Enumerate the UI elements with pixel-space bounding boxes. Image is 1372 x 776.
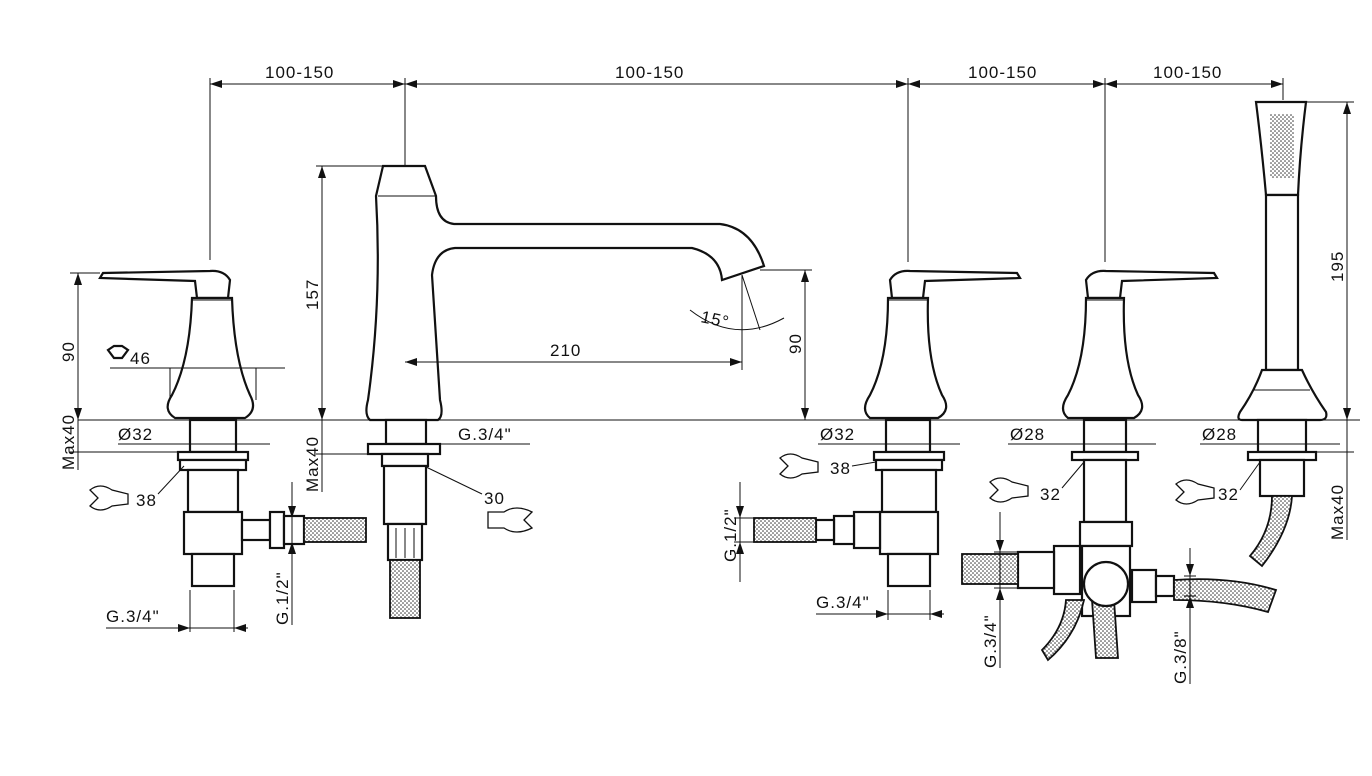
left-thread-side-label: G.1/2" [273, 571, 292, 625]
wrench-icon [989, 477, 1029, 503]
left-maxdeck-label: Max40 [59, 414, 78, 470]
left-diameter-label: Ø32 [118, 425, 153, 444]
left-valve: 46 90 Max40 Ø32 38 G.3/4" G.1/2" [59, 269, 367, 632]
diverter-wrench-label: 32 [1040, 485, 1061, 504]
handshower-height-label: 195 [1328, 251, 1347, 282]
middle-wrench-label: 38 [830, 459, 851, 478]
top-dimension-chain: 100-150 100-150 100-150 100-150 [209, 63, 1284, 420]
wrench-icon [487, 507, 534, 533]
left-thread-bottom-label: G.3/4" [106, 607, 160, 626]
middle-valve: Ø32 38 G.1/2" G.3/4" [721, 269, 1022, 620]
diverter-thread-left-label: G.3/4" [981, 614, 1000, 668]
diverter-thread-right-label: G.3/8" [1171, 630, 1190, 684]
left-hex-label: 46 [130, 349, 151, 368]
span-label-3: 100-150 [968, 63, 1037, 82]
span-label-4: 100-150 [1153, 63, 1222, 82]
spout-angle-label: 15° [699, 307, 731, 332]
spout: 157 210 15° 90 Max40 G.3/4" 30 [303, 164, 812, 619]
left-wrench-label: 38 [136, 491, 157, 510]
diverter-diameter-label: Ø28 [1010, 425, 1045, 444]
span-label-2: 100-150 [615, 63, 684, 82]
hand-shower: 195 Max40 Ø28 32 [1175, 100, 1354, 568]
middle-thread-side-label: G.1/2" [721, 508, 740, 562]
middle-thread-bottom-label: G.3/4" [816, 593, 870, 612]
spout-reach-label: 210 [550, 341, 581, 360]
wrench-icon [779, 453, 819, 479]
handshower-maxdeck-label: Max40 [1328, 484, 1347, 540]
hex-nut-icon [106, 344, 130, 360]
spout-thread-label: G.3/4" [458, 425, 512, 444]
handshower-diameter-label: Ø28 [1202, 425, 1237, 444]
left-height-label: 90 [59, 341, 78, 362]
wrench-icon [1175, 479, 1215, 505]
wrench-icon [89, 485, 129, 511]
middle-diameter-label: Ø32 [820, 425, 855, 444]
spout-wrench-label: 30 [484, 489, 505, 508]
diverter-valve: Ø28 32 G.3/4" G.3/8" [961, 269, 1278, 684]
spout-maxdeck-label: Max40 [303, 436, 322, 492]
spout-outlet-label: 90 [786, 333, 805, 354]
span-label-1: 100-150 [265, 63, 334, 82]
spout-height-label: 157 [303, 279, 322, 310]
handshower-wrench-label: 32 [1218, 485, 1239, 504]
